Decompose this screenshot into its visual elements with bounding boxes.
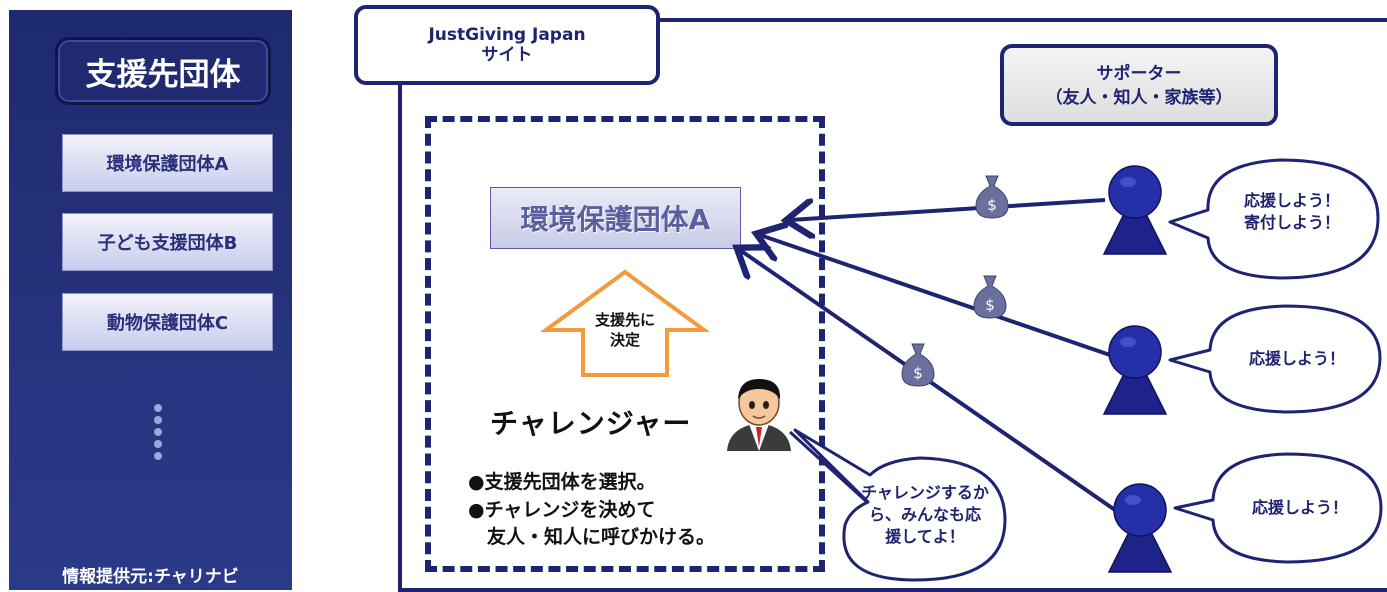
org-button-children[interactable]: 子ども支援団体B bbox=[62, 213, 273, 271]
task-item: ●支援先団体を選択。 bbox=[468, 471, 656, 493]
challenger-speech-link bbox=[788, 430, 870, 505]
supporter-speech-text: 応援しよう！ bbox=[1225, 497, 1375, 519]
ellipsis-dot bbox=[154, 428, 162, 436]
challenger-area bbox=[425, 116, 825, 572]
site-tab: JustGiving Japan サイト bbox=[354, 5, 660, 85]
site-tab-title: JustGiving Japan bbox=[428, 25, 586, 45]
speech-line: チャレンジするか bbox=[861, 483, 989, 502]
speech-line: 応援しよう！ bbox=[1251, 498, 1348, 517]
ellipsis-dot bbox=[154, 416, 162, 424]
decision-label-line2: 決定 bbox=[609, 331, 640, 349]
svg-text:$: $ bbox=[985, 296, 995, 314]
speech-line: 寄付しよう！ bbox=[1243, 213, 1340, 232]
supporter-speech-bubble bbox=[1168, 304, 1382, 414]
ellipsis-dot bbox=[154, 452, 162, 460]
svg-text:$: $ bbox=[987, 196, 997, 214]
left-panel-title: 支援先団体 bbox=[55, 37, 271, 105]
challenger-title: チャレンジャー bbox=[490, 407, 692, 440]
task-item: 友人・知人に呼びかける。 bbox=[468, 526, 716, 548]
speech-line: 応援しよう！ bbox=[1243, 191, 1340, 210]
challenger-speech-text: チャレンジするか ら、みんなも応 援してよ！ bbox=[840, 482, 1010, 548]
decision-label-line1: 支援先に bbox=[594, 311, 655, 329]
supporter-speech-bubble bbox=[1168, 158, 1380, 280]
supporters-label-line1: サポーター bbox=[1096, 64, 1182, 84]
up-arrow-icon bbox=[540, 269, 710, 377]
org-button-animals[interactable]: 動物保護団体C bbox=[62, 293, 273, 351]
supporter-speech-text: 応援しよう！ bbox=[1222, 348, 1372, 370]
supporter-speech-bubble bbox=[1173, 452, 1383, 564]
supporters-label: サポーター （友人・知人・家族等） bbox=[1000, 44, 1278, 126]
supporters-label-line2: （友人・知人・家族等） bbox=[1045, 88, 1233, 108]
ellipsis-dot bbox=[154, 440, 162, 448]
selected-org-box[interactable]: 環境保護団体A bbox=[490, 187, 741, 249]
money-bag-icon: $ bbox=[975, 175, 1009, 219]
svg-text:$: $ bbox=[913, 364, 923, 382]
source-credit: 情報提供元:チャリナビ bbox=[62, 567, 239, 587]
donation-arrow-2 bbox=[760, 235, 1111, 357]
speech-line: 援してよ！ bbox=[885, 527, 965, 546]
challenger-person-icon bbox=[727, 379, 791, 451]
challenger-speech-bubble bbox=[793, 428, 1007, 582]
money-bag-icon: $ bbox=[973, 275, 1007, 319]
supporter-speech-text: 応援しよう！ 寄付しよう！ bbox=[1222, 190, 1362, 234]
supporter-person-icon bbox=[1102, 165, 1168, 255]
ellipsis-dot bbox=[154, 404, 162, 412]
decision-label: 支援先に 決定 bbox=[575, 310, 675, 350]
supporter-person-icon bbox=[1107, 483, 1173, 573]
site-tab-subtitle: サイト bbox=[481, 45, 533, 65]
speech-line: 応援しよう！ bbox=[1248, 349, 1345, 368]
org-button-environment[interactable]: 環境保護団体A bbox=[62, 134, 273, 192]
donation-arrow-1 bbox=[790, 198, 1106, 220]
task-item: ●チャレンジを決めて bbox=[468, 499, 656, 521]
supporter-person-icon bbox=[1102, 325, 1168, 415]
money-bag-icon: $ bbox=[901, 343, 935, 387]
speech-line: ら、みんなも応 bbox=[868, 505, 981, 524]
